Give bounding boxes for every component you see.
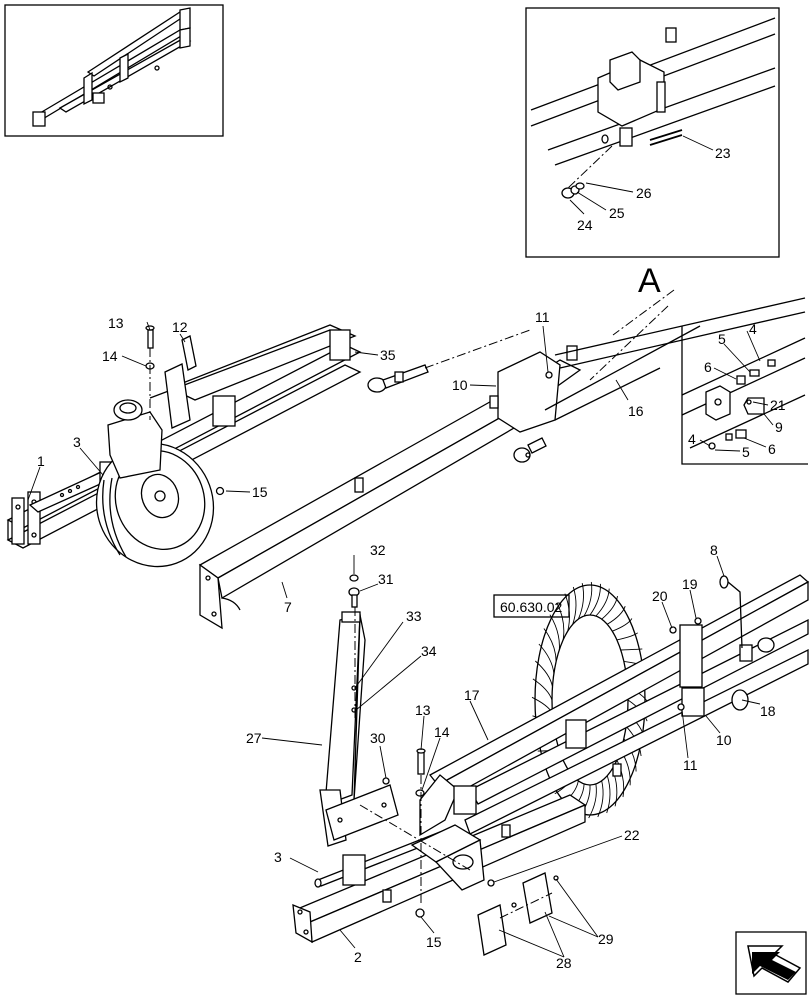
rake-tine bbox=[595, 588, 610, 617]
rake-tine bbox=[589, 583, 601, 616]
callout-13-upper: 13 bbox=[108, 315, 124, 331]
rake-tine bbox=[606, 775, 611, 814]
rake-tine bbox=[612, 618, 633, 632]
rake-tine bbox=[577, 583, 584, 620]
hitch-frame-drawing bbox=[6, 324, 531, 568]
rake-tine bbox=[532, 678, 553, 701]
callout-11-lower: 11 bbox=[683, 757, 698, 773]
callout-28: 28 bbox=[556, 955, 572, 971]
callout-3-upper: 3 bbox=[73, 434, 81, 450]
rake-frame-drawing bbox=[292, 574, 810, 956]
callout-4-top: 4 bbox=[749, 321, 757, 337]
callout-8: 8 bbox=[710, 542, 718, 558]
reference-box-frame bbox=[493, 594, 570, 618]
callout-25: 25 bbox=[609, 205, 625, 221]
rake-tine bbox=[616, 759, 625, 798]
callout-14-lower: 14 bbox=[434, 724, 450, 740]
callout-11-upper: 11 bbox=[535, 309, 550, 325]
next-page-arrow-icon[interactable] bbox=[735, 931, 807, 995]
callout-27: 27 bbox=[246, 730, 262, 746]
callout-3-lower: 3 bbox=[274, 849, 282, 865]
rake-tine bbox=[543, 628, 557, 662]
callout-1: 1 bbox=[37, 453, 45, 469]
callout-16: 16 bbox=[628, 403, 644, 419]
rake-tine bbox=[607, 606, 626, 625]
rake-tine bbox=[535, 660, 553, 687]
rake-tine bbox=[556, 602, 565, 640]
callout-21: 21 bbox=[770, 397, 786, 413]
callout-2: 2 bbox=[354, 949, 362, 965]
reference-box-label: 60.630.02 bbox=[500, 599, 562, 615]
callout-24: 24 bbox=[577, 217, 593, 233]
callout-17: 17 bbox=[464, 687, 480, 703]
callout-20: 20 bbox=[652, 588, 668, 604]
overview-frame-drawing bbox=[32, 7, 192, 127]
callout-10-upper: 10 bbox=[452, 377, 468, 393]
rake-tine bbox=[538, 643, 555, 674]
callout-15-lower: 15 bbox=[426, 934, 442, 950]
callout-7: 7 bbox=[284, 599, 292, 615]
rake-tine bbox=[597, 780, 604, 818]
callout-10-lower: 10 bbox=[716, 732, 732, 748]
boom-drawing bbox=[198, 297, 806, 630]
callout-18: 18 bbox=[760, 703, 776, 719]
overview-inset bbox=[4, 4, 224, 137]
callout-12: 12 bbox=[172, 319, 188, 335]
rake-tine bbox=[549, 614, 560, 651]
detail-view-inset: 23 26 25 24 bbox=[525, 7, 780, 258]
view-label: A bbox=[638, 262, 661, 300]
callout-13-lower: 13 bbox=[415, 702, 431, 718]
rake-tine bbox=[588, 783, 597, 819]
callout-14-upper: 14 bbox=[102, 348, 118, 364]
side-detail-inset: 4 5 6 21 9 4 5 6 bbox=[681, 321, 808, 465]
rake-tine bbox=[620, 648, 643, 651]
detail-beam-drawing bbox=[530, 17, 776, 199]
rake-tine bbox=[601, 596, 618, 620]
rake-tine bbox=[616, 632, 638, 641]
rake-tine bbox=[572, 586, 577, 625]
rake-tine bbox=[583, 581, 593, 617]
callout-34: 34 bbox=[421, 643, 437, 659]
callout-32: 32 bbox=[370, 542, 386, 558]
callout-15-upper: 15 bbox=[252, 484, 268, 500]
callout-19: 19 bbox=[682, 576, 698, 592]
callout-5-top: 5 bbox=[718, 331, 726, 347]
callout-23: 23 bbox=[715, 145, 731, 161]
callout-4-bottom: 4 bbox=[688, 431, 696, 447]
callout-9: 9 bbox=[775, 419, 783, 435]
callout-5-bottom: 5 bbox=[742, 444, 750, 460]
callout-35: 35 bbox=[380, 347, 396, 363]
rake-tine bbox=[564, 593, 570, 632]
callout-22: 22 bbox=[624, 827, 640, 843]
callout-6-bottom: 6 bbox=[768, 441, 776, 457]
callout-6-top: 6 bbox=[704, 359, 712, 375]
callout-29: 29 bbox=[598, 931, 614, 947]
callout-33: 33 bbox=[406, 608, 422, 624]
callout-26: 26 bbox=[636, 185, 652, 201]
callout-31: 31 bbox=[378, 571, 394, 587]
callout-30: 30 bbox=[370, 730, 386, 746]
